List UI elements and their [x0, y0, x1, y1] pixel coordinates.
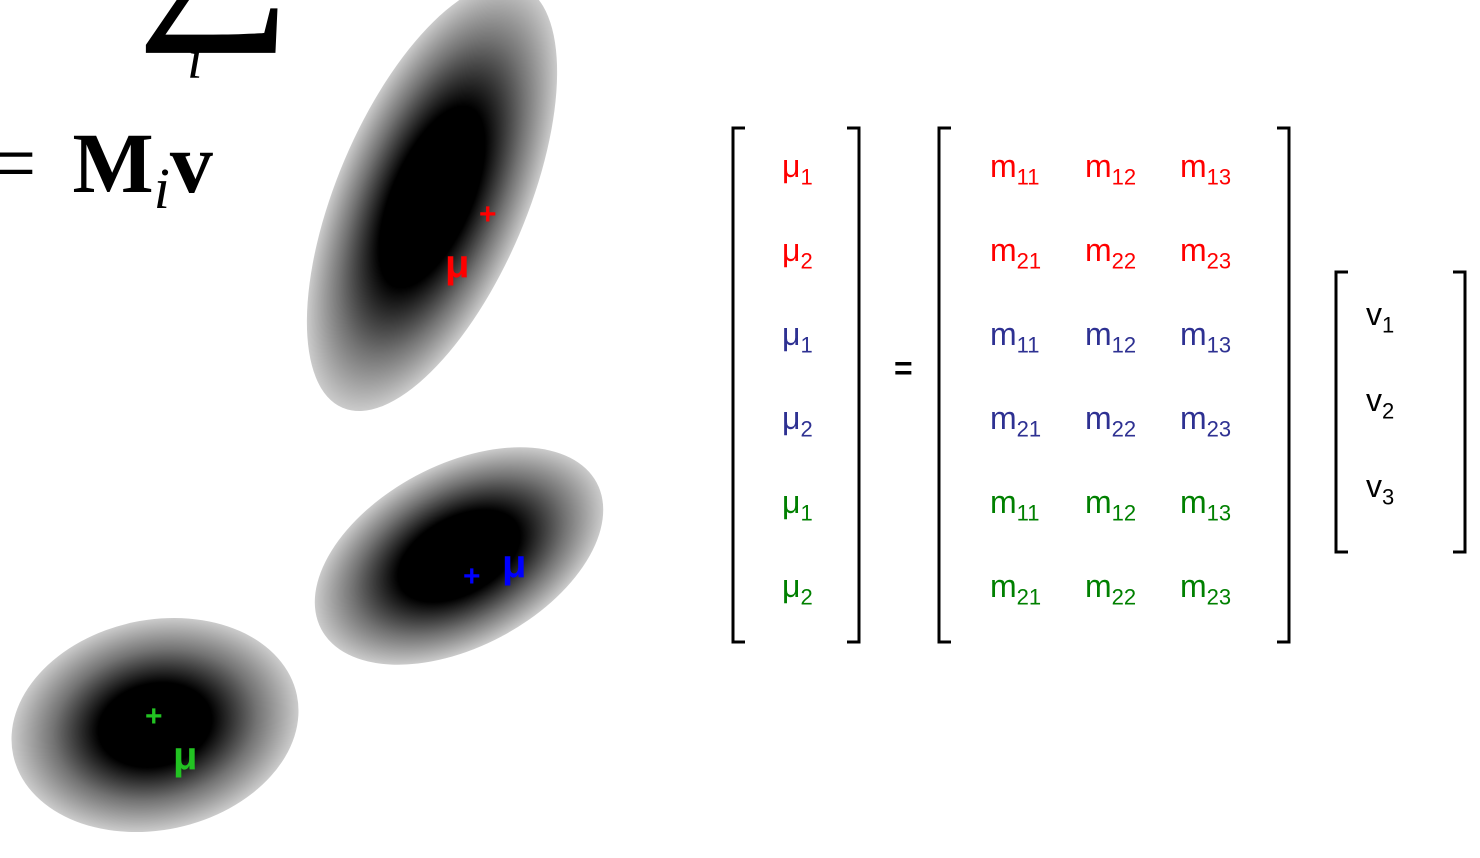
mu-right-bracket — [847, 126, 861, 644]
m-matrix-entry: m13 — [1180, 316, 1232, 358]
m-matrix-entry: m23 — [1180, 232, 1232, 274]
m-matrix-entry: m23 — [1180, 400, 1232, 442]
v-vector-entry: v1 — [1366, 296, 1395, 338]
m-matrix-entry: m12 — [1085, 484, 1137, 526]
m-matrix-entry: m23 — [1180, 568, 1232, 610]
v-left-bracket — [1334, 270, 1348, 554]
equation-equals: = — [0, 115, 37, 211]
v-vector-entry: v3 — [1366, 468, 1395, 510]
m-matrix-entry: m11 — [990, 484, 1040, 526]
summation-symbol: ∑ — [136, 0, 293, 42]
mean-label-blue: μ — [502, 542, 527, 586]
v-vector-entry: v2 — [1366, 382, 1395, 424]
mean-plus-marker-red: + — [479, 198, 497, 231]
m-matrix-entry: m12 — [1085, 148, 1137, 190]
mu-vector-entry: μ1 — [782, 316, 813, 358]
matrix-equals-sign: = — [894, 350, 913, 386]
mu-left-bracket — [731, 126, 745, 644]
mu-vector-entry: μ1 — [782, 148, 813, 190]
mean-label-red: μ — [445, 242, 470, 286]
m-matrix-entry: m13 — [1180, 484, 1232, 526]
mean-label-green: μ — [173, 734, 198, 778]
m-matrix-entry: m11 — [990, 148, 1040, 190]
summation-index: i — [187, 29, 203, 91]
matrix-brackets — [731, 126, 1467, 644]
m-matrix-entry: m21 — [990, 568, 1042, 610]
m-right-bracket — [1277, 126, 1291, 644]
mu-vector-entry: μ2 — [782, 232, 813, 274]
mu-vector-entry: μ2 — [782, 568, 813, 610]
m-matrix-entry: m21 — [990, 232, 1042, 274]
m-matrix-entry: m22 — [1085, 568, 1137, 610]
equation-matrix-index: i — [153, 156, 170, 222]
equation-matrix-symbol: M — [72, 115, 154, 211]
mean-plus-marker-green: + — [145, 700, 163, 733]
equation-rhs: =Miv — [0, 120, 213, 218]
m-matrix-entry: m13 — [1180, 148, 1232, 190]
m-matrix-entry: m22 — [1085, 232, 1137, 274]
mu-vector-entry: μ2 — [782, 400, 813, 442]
m-matrix-entry: m21 — [990, 400, 1042, 442]
m-left-bracket — [937, 126, 951, 644]
v-right-bracket — [1453, 270, 1467, 554]
m-matrix-entry: m22 — [1085, 400, 1137, 442]
mean-plus-marker-blue: + — [463, 560, 481, 593]
m-matrix-entry: m12 — [1085, 316, 1137, 358]
equation-vector-symbol: v — [169, 115, 213, 211]
m-matrix-entry: m11 — [990, 316, 1040, 358]
mu-vector-entry: μ1 — [782, 484, 813, 526]
